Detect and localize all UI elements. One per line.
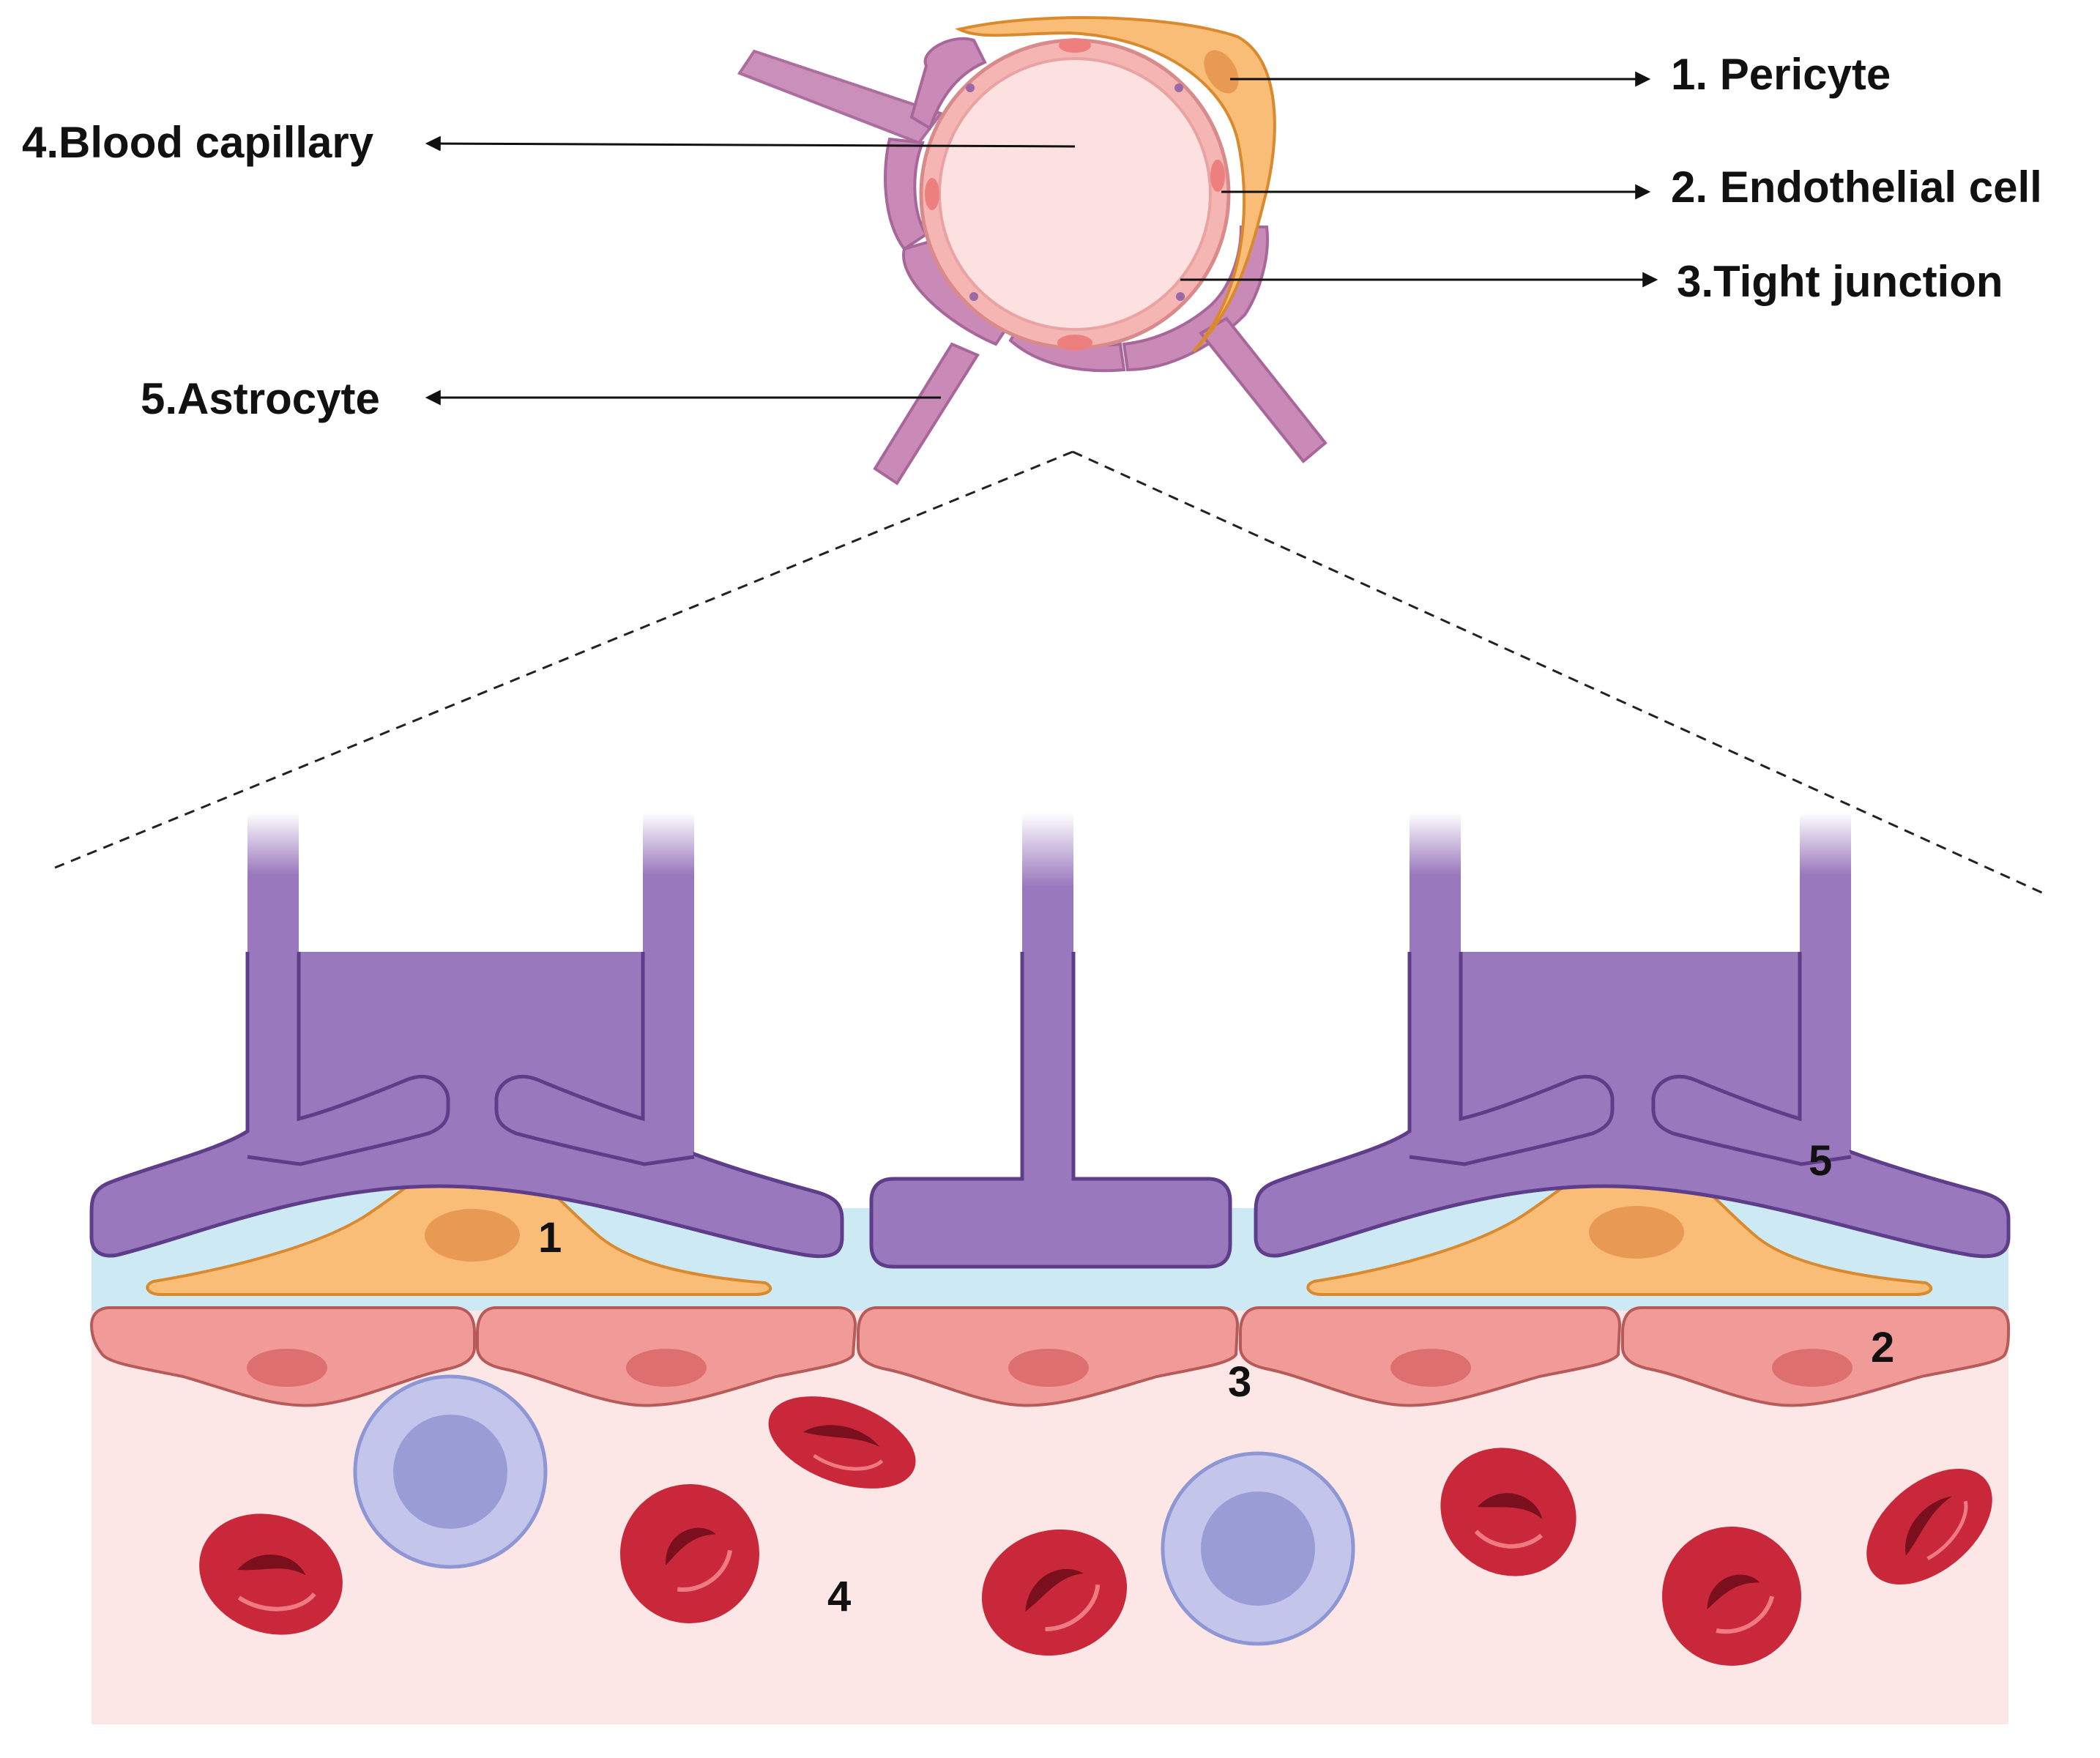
barrier-detail: 1 2 3 4 5 [89,813,2011,1724]
endothelial-nuclei [247,1349,1853,1387]
label-astrocyte: 5.Astrocyte [141,374,380,423]
label-blood-capillary: 4.Blood capillary [22,118,374,167]
number-endothelial: 2 [1871,1324,1894,1371]
number-capillary: 4 [827,1573,851,1620]
pericyte-right-nucleus [1589,1206,1684,1259]
number-tight-junction: 3 [1228,1358,1251,1406]
astrocyte-end-feet [89,813,2011,1269]
number-astrocyte: 5 [1809,1137,1832,1185]
endothelial-nuclei-small [925,38,1225,351]
pericyte-cross-section [955,16,1276,353]
label-pericyte: 1. Pericyte [1671,50,1891,99]
leader-lines [425,71,1658,406]
capillary-lumen-small [938,57,1212,331]
number-pericyte: 1 [538,1214,562,1262]
capillary-cross-section [737,16,1328,485]
pericyte-left-nucleus [425,1209,520,1262]
capillary-leader [425,135,1076,152]
tight-junction-dots [966,83,1185,301]
label-endothelial-cell: 2. Endothelial cell [1671,163,2042,212]
pericyte-nucleus-small [1204,50,1239,94]
white-blood-cells [353,1374,1355,1646]
label-tight-junction: 3.Tight junction [1677,257,2003,306]
astrocyte-processes-small [737,37,1328,485]
red-blood-cells [199,1396,1992,1666]
zoom-lines [54,450,2047,896]
